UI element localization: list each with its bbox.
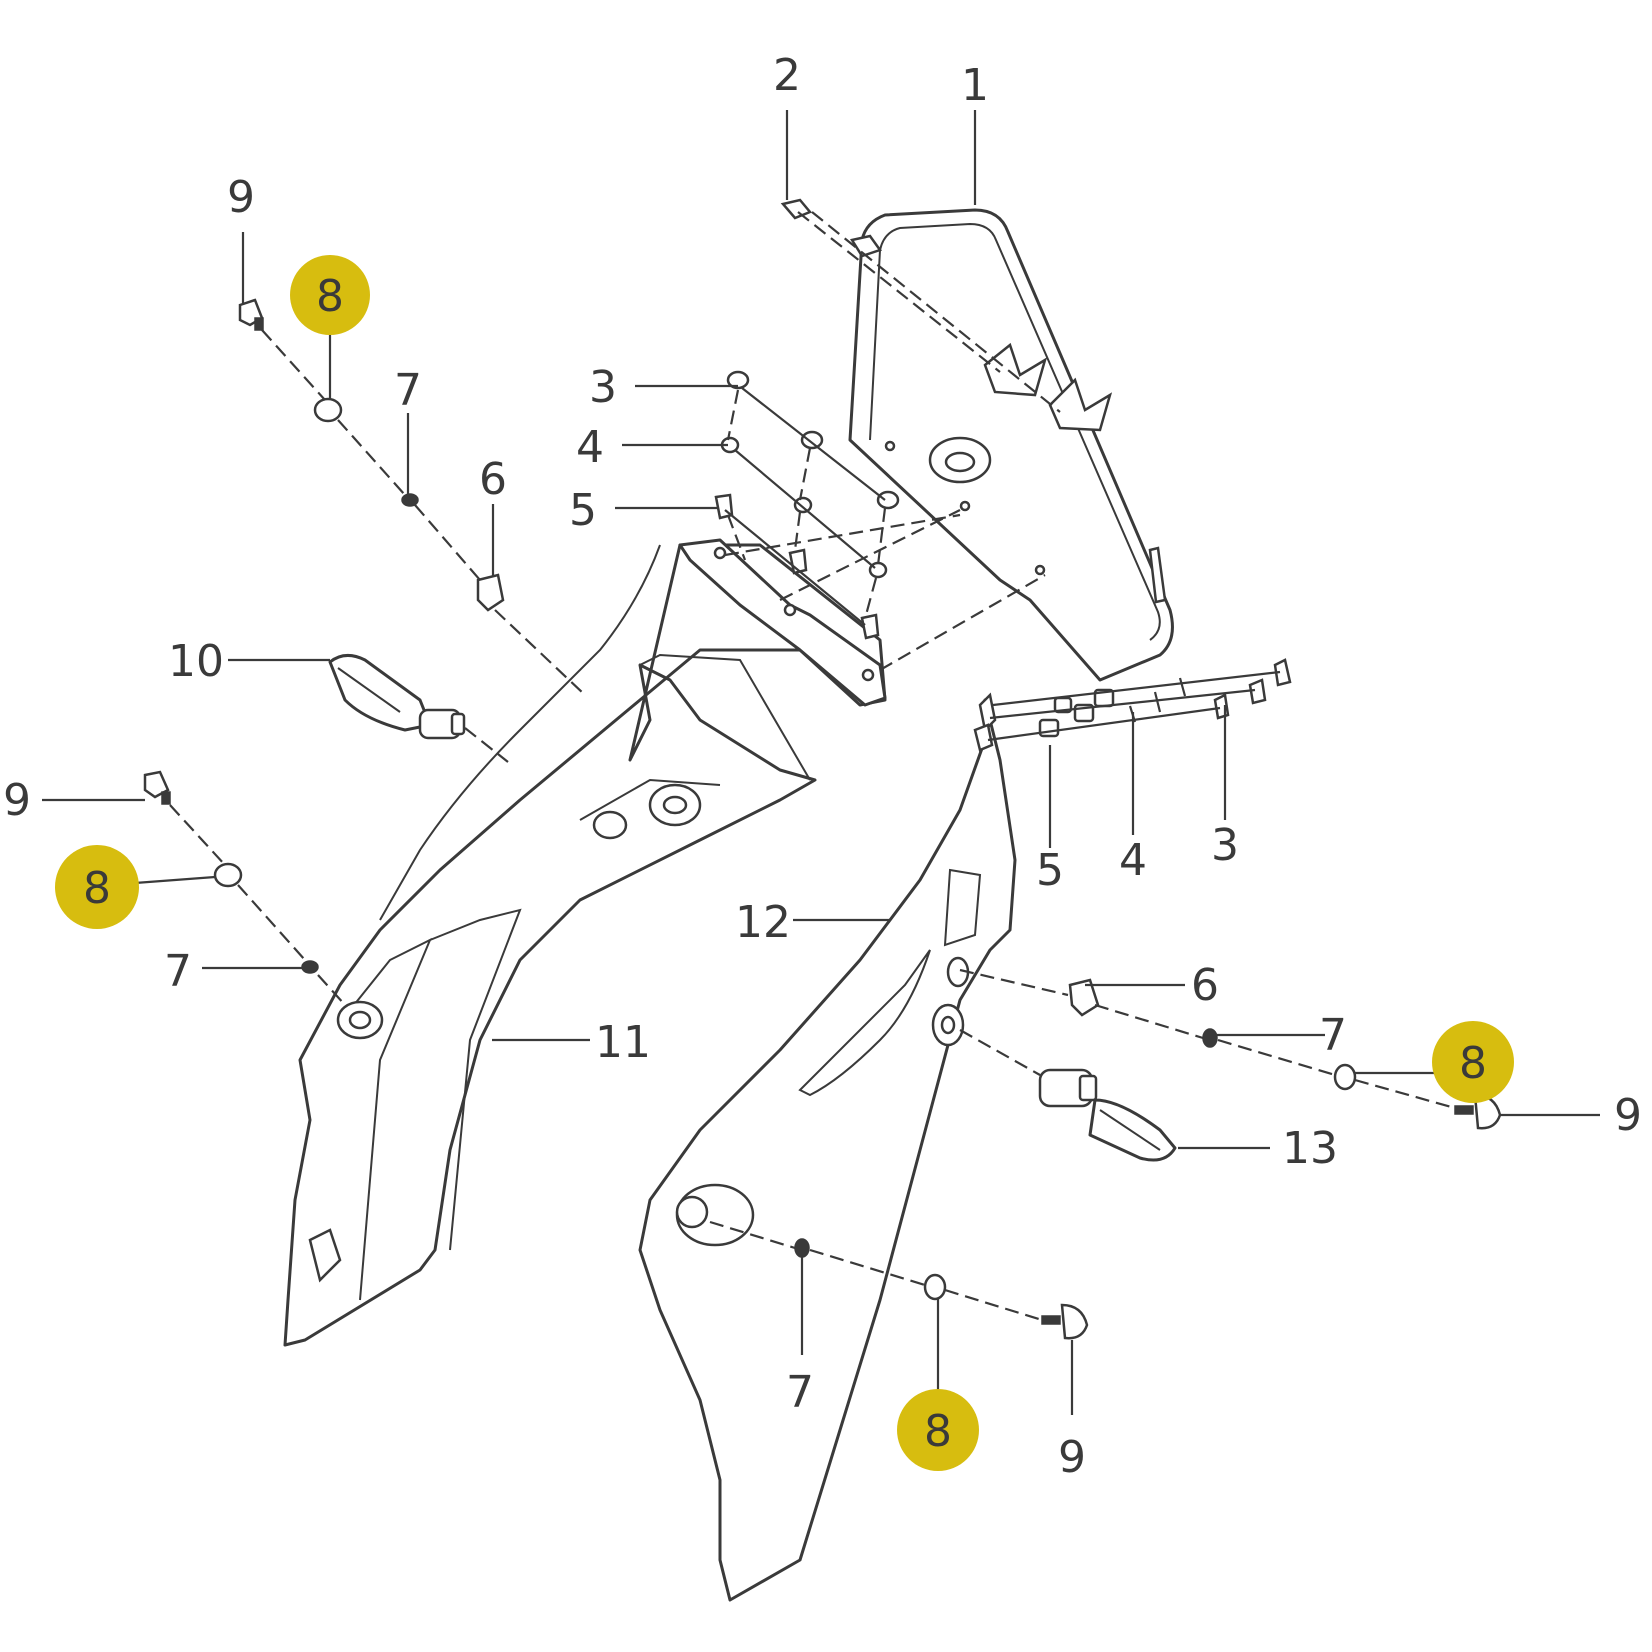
callout-8-right: 8	[1459, 1038, 1487, 1089]
callout-8-bottom: 8	[924, 1406, 952, 1457]
highlight-8-left	[55, 845, 139, 929]
right-screen-hardware	[973, 658, 1292, 752]
callout-7-right: 7	[1319, 1010, 1347, 1061]
callout-labels: 1 2 3 4 5 9 8 7 6 10 9 8 7 11 12 5 4 3 6…	[3, 50, 1642, 1483]
callout-5-right: 5	[1036, 845, 1064, 896]
callout-9-bottom: 9	[1058, 1432, 1086, 1483]
callout-8-top-left: 8	[316, 271, 344, 322]
callout-7-bottom: 7	[786, 1367, 814, 1418]
callout-1: 1	[961, 60, 989, 111]
highlight-8-right	[1432, 1021, 1514, 1103]
callout-4-right: 4	[1119, 835, 1147, 886]
callout-6-right: 6	[1191, 960, 1219, 1011]
center-screen-hardware	[714, 370, 1046, 671]
highlight-8-top-left	[290, 255, 370, 335]
left-upper-hardware	[238, 298, 586, 763]
mounting-bracket	[678, 538, 887, 707]
callout-7-left: 7	[164, 946, 192, 997]
callout-4-screen: 4	[576, 422, 604, 473]
left-lower-hardware	[143, 770, 346, 1006]
clip-part-2	[780, 198, 1061, 413]
callout-13: 13	[1282, 1123, 1338, 1174]
callout-3-right: 3	[1211, 820, 1239, 871]
highlight-8-bottom	[897, 1389, 979, 1471]
left-indicator-part-10	[328, 654, 466, 740]
callout-leaders	[42, 110, 1600, 1415]
callout-12: 12	[735, 897, 791, 948]
callout-11: 11	[595, 1017, 651, 1068]
right-indicator-part-13	[1038, 1068, 1177, 1162]
right-middle-hardware	[959, 968, 1502, 1130]
callout-6-left: 6	[479, 454, 507, 505]
left-fairing-part-11	[283, 543, 887, 1347]
callout-8-left: 8	[83, 863, 111, 914]
callout-9-right: 9	[1614, 1090, 1642, 1141]
callout-9-left: 9	[3, 775, 31, 826]
callout-9-top-left: 9	[227, 172, 255, 223]
right-lower-hardware	[709, 1220, 1089, 1340]
callout-10: 10	[168, 636, 224, 687]
highlight-markers	[55, 255, 1514, 1471]
callout-3-screen: 3	[589, 362, 617, 413]
callout-2: 2	[773, 50, 801, 101]
callout-7-top-left: 7	[394, 365, 422, 416]
callout-5-screen: 5	[569, 485, 597, 536]
windscreen-part-1	[848, 208, 1174, 682]
